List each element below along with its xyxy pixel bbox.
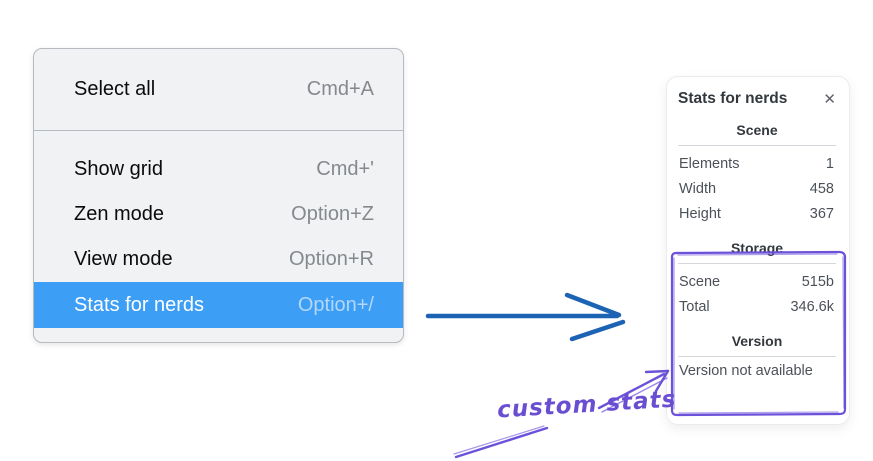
menu-item-shortcut: Cmd+' [316, 158, 374, 180]
stat-row-elements: Elements 1 [678, 151, 836, 176]
menu-divider [34, 130, 403, 131]
stats-panel: Stats for nerds ✕ Scene Elements 1 Width… [666, 76, 850, 425]
stats-panel-header: Stats for nerds ✕ [678, 90, 836, 108]
stat-row-total-storage: Total 346.6k [678, 294, 836, 319]
menu-item-shortcut: Option+/ [297, 293, 374, 316]
context-menu: Select all Cmd+A Show grid Cmd+' Zen mod… [33, 48, 404, 343]
menu-item-zen-mode[interactable]: Zen mode Option+Z [34, 192, 403, 237]
menu-item-label: View mode [74, 248, 173, 270]
stat-label: Scene [679, 273, 721, 290]
close-icon[interactable]: ✕ [823, 90, 836, 108]
stat-value: 1 [825, 155, 834, 172]
menu-group-top: Select all Cmd+A [34, 49, 403, 130]
annotation-label: custom stats [496, 386, 677, 424]
stat-value: 367 [809, 205, 834, 222]
stat-row-width: Width 458 [678, 176, 836, 201]
section-scene: Scene Elements 1 Width 458 Height 367 [678, 122, 836, 226]
stat-label: Total [679, 298, 710, 315]
stat-row-scene-storage: Scene 515b [678, 269, 836, 294]
menu-item-label: Select all [74, 78, 156, 100]
section-heading: Storage [730, 240, 784, 256]
menu-item-shortcut: Option+R [288, 248, 374, 270]
menu-item-select-all[interactable]: Select all Cmd+A [34, 49, 403, 130]
menu-item-show-grid[interactable]: Show grid Cmd+' [34, 147, 403, 192]
stats-panel-title: Stats for nerds [678, 90, 788, 107]
section-heading: Scene [736, 122, 778, 138]
menu-item-shortcut: Cmd+A [306, 78, 374, 100]
stat-value: 458 [809, 180, 834, 197]
section-divider [678, 263, 836, 264]
menu-item-shortcut: Option+Z [291, 203, 374, 225]
flow-arrow-icon [425, 292, 626, 342]
menu-item-view-mode[interactable]: View mode Option+R [34, 237, 403, 282]
menu-item-label: Zen mode [74, 203, 165, 225]
section-divider [678, 145, 836, 146]
stat-label: Elements [679, 155, 740, 172]
annotation-tail-line [453, 425, 549, 459]
stat-label: Height [679, 205, 721, 222]
stat-label: Width [679, 180, 717, 197]
section-version: Version Version not available [678, 333, 836, 379]
version-note: Version not available [679, 363, 813, 379]
menu-item-label: Stats for nerds [74, 293, 205, 316]
stat-value: 346.6k [790, 298, 834, 315]
menu-group-bottom: Show grid Cmd+' Zen mode Option+Z View m… [34, 131, 403, 342]
stat-row-height: Height 367 [678, 201, 836, 226]
stat-value: 515b [801, 273, 834, 290]
section-divider [678, 356, 836, 357]
section-heading: Version [731, 333, 783, 349]
section-storage: Storage Scene 515b Total 346.6k [678, 240, 836, 319]
menu-item-label: Show grid [74, 158, 163, 180]
menu-item-stats-for-nerds[interactable]: Stats for nerds Option+/ [34, 282, 403, 328]
